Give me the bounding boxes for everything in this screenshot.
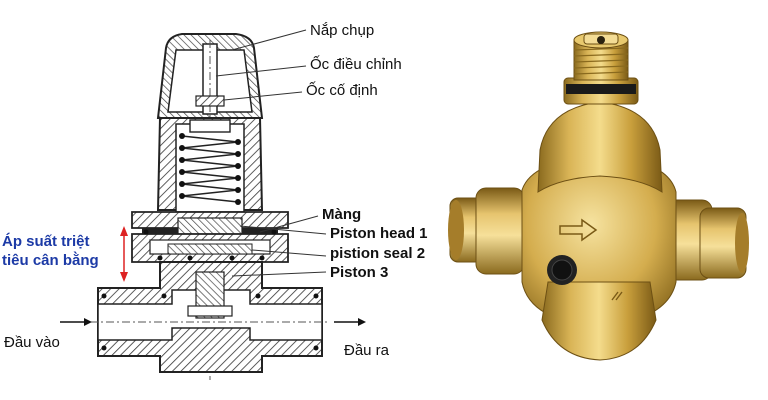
lock-nut-shape [195,95,225,107]
outlet-arrow [334,318,366,326]
label-diaphragm: Màng [322,206,362,223]
pressure-balance-arrow [120,226,128,282]
label-outlet: Đầu ra [344,342,390,359]
label-piston-seal: pistion seal 2 [330,245,426,262]
inlet-arrow [60,318,92,326]
spring-shape [179,133,241,205]
label-adjusting-screw: Ốc điều chỉnh [310,56,402,73]
label-inlet: Đầu vào [4,334,60,351]
cross-section-drawing [60,29,366,380]
label-pressure-balance-line1: Áp suất triệt [2,233,90,250]
label-lock-nut: Ốc cố định [306,82,378,99]
label-pressure-balance-line2: tiêu cân bằng [2,252,99,269]
label-piston-head: Piston head 1 [330,225,428,242]
label-cap: Nắp chụp [310,22,375,39]
leader-lines [215,29,327,277]
label-piston: Piston 3 [330,264,389,281]
brass-valve-photo [448,31,749,361]
piston-head-shape [177,217,243,235]
